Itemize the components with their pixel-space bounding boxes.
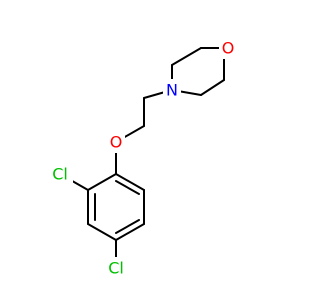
molecule-structure: O N O Cl Cl bbox=[47, 37, 237, 279]
morpholine-nitrogen-label: N bbox=[166, 81, 178, 100]
molecule-canvas: O N O Cl Cl bbox=[47, 37, 237, 279]
ether-oxygen-label: O bbox=[110, 133, 123, 152]
ether-o-bg bbox=[107, 131, 125, 153]
para-chlorine-label: Cl bbox=[108, 259, 124, 278]
cl-ortho-bg bbox=[47, 163, 73, 185]
bond-morpholine-5 bbox=[200, 79, 225, 96]
morpholine-oxygen-label: O bbox=[222, 39, 235, 58]
morpholine-n-bg bbox=[163, 79, 181, 101]
bond-ring-double-3 bbox=[115, 180, 140, 195]
bond-ring-double-2 bbox=[115, 219, 140, 234]
bond-ring-3 bbox=[87, 223, 117, 241]
ortho-chlorine-label: Cl bbox=[52, 165, 68, 184]
bond-ring-4 bbox=[115, 223, 145, 241]
bond-ring-6 bbox=[115, 173, 145, 191]
morpholine-o-bg bbox=[219, 37, 237, 59]
bond-morpholine-2 bbox=[171, 47, 202, 66]
bond-ring-1 bbox=[87, 173, 117, 191]
cl-para-bg bbox=[103, 257, 129, 279]
